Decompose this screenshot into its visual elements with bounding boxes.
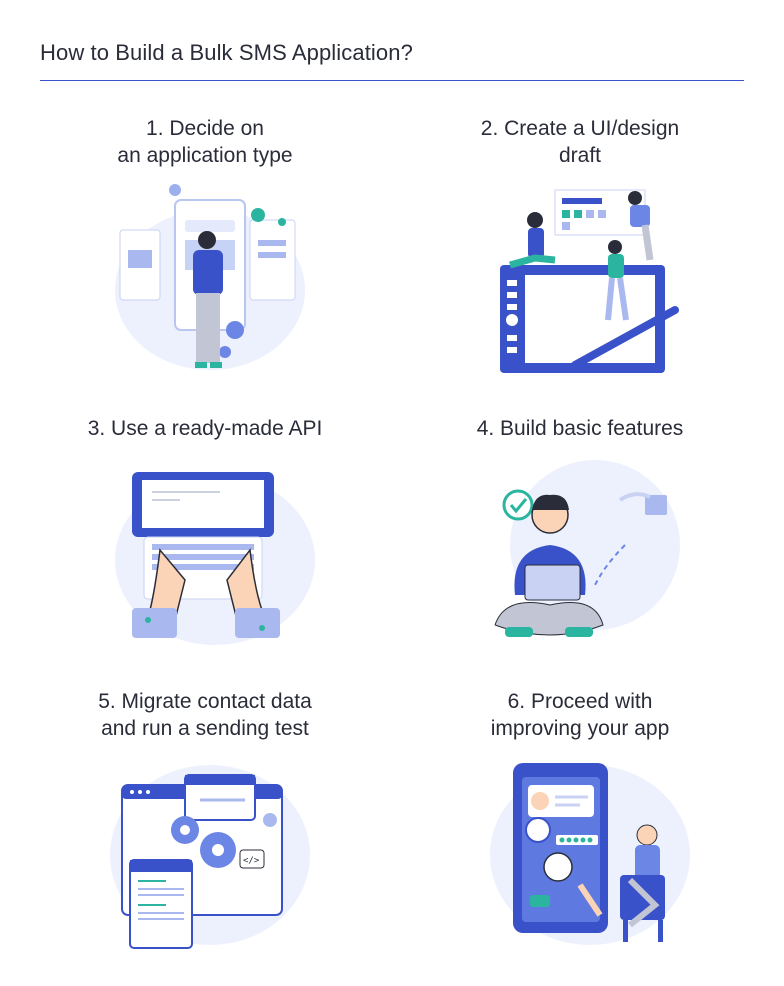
step-4-label: 4. Build basic features xyxy=(415,415,745,442)
phone-feedback-illustration xyxy=(480,755,700,955)
developer-laptop-illustration xyxy=(485,455,705,655)
step-1-label: 1. Decide on an application type xyxy=(40,115,370,169)
step-2-line-2: draft xyxy=(558,144,602,167)
svg-text:</>: </> xyxy=(243,856,260,866)
step-1-line-1: 1. Decide on xyxy=(146,117,264,140)
step-6-label: 6. Proceed with improving your app xyxy=(415,688,745,742)
step-3-line-1: 3. Use a ready-made API xyxy=(87,417,323,440)
step-6-line-2: improving your app xyxy=(490,717,670,740)
step-2-line-1: 2. Create a UI/design xyxy=(480,117,680,140)
step-5-line-2: and run a sending test xyxy=(101,717,309,740)
step-5-label: 5. Migrate contact data and run a sendin… xyxy=(40,688,370,742)
app-type-illustration xyxy=(100,180,320,380)
step-4-line-1: 4. Build basic features xyxy=(476,417,684,440)
laptop-typing-illustration xyxy=(100,460,320,660)
gears-windows-illustration: </> xyxy=(100,755,320,955)
title-divider xyxy=(40,80,744,81)
step-2-label: 2. Create a UI/design draft xyxy=(415,115,745,169)
step-3-label: 3. Use a ready-made API xyxy=(40,415,370,442)
ui-design-illustration xyxy=(480,180,700,380)
step-1-line-2: an application type xyxy=(117,144,293,167)
step-5-line-1: 5. Migrate contact data xyxy=(98,690,312,713)
step-6-line-1: 6. Proceed with xyxy=(507,690,653,713)
page-title: How to Build a Bulk SMS Application? xyxy=(40,40,413,65)
